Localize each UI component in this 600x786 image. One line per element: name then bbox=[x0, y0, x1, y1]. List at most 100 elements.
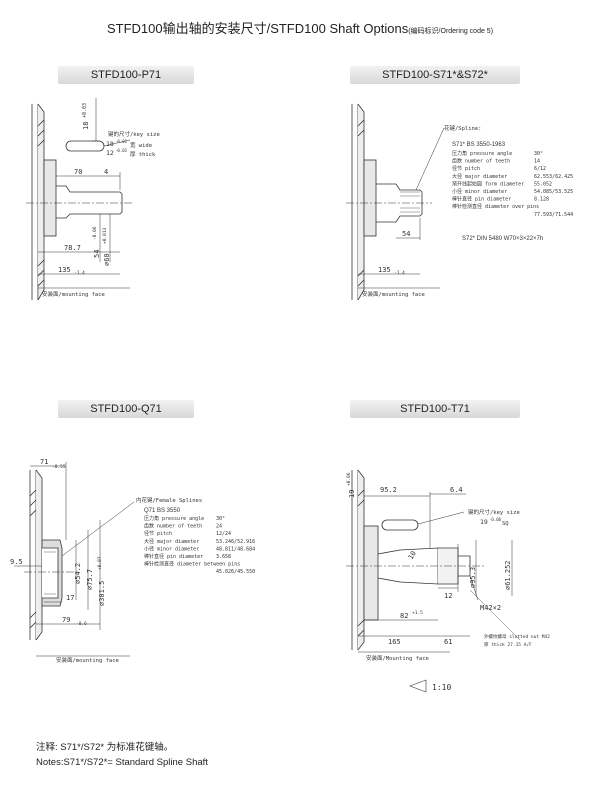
t71-nut-1: 外螺纹螺母 slotted nut M42 bbox=[484, 633, 550, 640]
t71-dim-64: 6.4 bbox=[450, 486, 463, 494]
spline-row-value: 55.052 bbox=[534, 181, 552, 187]
spline-row-key: 棒针直径 pin diameter bbox=[452, 196, 511, 203]
q71-dim-3015tol: +0.07 bbox=[97, 556, 103, 570]
s72-spec: S72* DIN 5480 W70×3×22×7h bbox=[462, 236, 543, 242]
p71-key-w: 18 bbox=[106, 140, 114, 148]
t71-dim-953: ⌀95.3 bbox=[469, 567, 477, 588]
t71-dim-12: 12 bbox=[444, 592, 452, 600]
q71-std: Q71 BS 3550 bbox=[144, 508, 181, 514]
t71-key-sq: SQ bbox=[502, 521, 509, 527]
t71-key-title: 键的尺寸/key size bbox=[468, 508, 520, 516]
s71-mount: 安装面/mounting face bbox=[362, 290, 425, 298]
p71-dim-18tol: +0.03 bbox=[82, 103, 88, 118]
p71-dim-60: ⌀60 bbox=[103, 253, 111, 266]
spline-row-value: 30° bbox=[216, 516, 225, 522]
spline-row-value: 30° bbox=[534, 151, 543, 157]
p71-key-wide: 宽 wide bbox=[130, 141, 152, 149]
panel-title-p71: STFD100-P71 bbox=[58, 66, 194, 84]
p71-mount: 安装面/mounting face bbox=[42, 290, 105, 298]
t71-dim-82tol: +1.5 bbox=[412, 610, 423, 616]
t71-mount: 安装面/Mounting face bbox=[366, 654, 429, 662]
q71-dim-17: 17 bbox=[66, 594, 74, 602]
p71-dim-135tol: -1.4 bbox=[74, 270, 85, 276]
page-title: STFD100输出轴的安装尺寸/STFD100 Shaft Options(编码… bbox=[0, 18, 600, 37]
p71-key-t-tol: -0.01 bbox=[115, 148, 128, 153]
p71-dim-54: 54 bbox=[93, 250, 101, 258]
q71-mount: 安装面/mounting face bbox=[56, 656, 119, 664]
spline-row-key: 棒针检测直径 diameter between pins bbox=[144, 561, 240, 568]
s71-dim-54: 54 bbox=[402, 230, 410, 238]
q71-dim-95: 9.5 bbox=[10, 558, 23, 566]
spline-row-value: 45.026/45.550 bbox=[216, 569, 255, 575]
t71-dim-165: 165 bbox=[388, 638, 401, 646]
s71-std: S71* BS 3550-1963 bbox=[452, 142, 506, 148]
spline-row-key: 齿数 number of teeth bbox=[452, 158, 510, 165]
t71-dim-19tol: +0.06 bbox=[346, 472, 352, 486]
p71-dim-70: 70 bbox=[74, 168, 82, 176]
t71-dim-m42: M42×2 bbox=[480, 604, 501, 612]
scale-arrow-icon bbox=[409, 679, 427, 693]
t71-nut-2: 厚 thick 27.15 A/F bbox=[484, 642, 532, 648]
q71-dim-71tol: -0.55 bbox=[52, 464, 66, 470]
spline-row-key: 小径 minor diameter bbox=[144, 545, 199, 552]
spline-row-value: 54.085/53.525 bbox=[534, 189, 573, 195]
spline-row-key: 大径 major diameter bbox=[144, 538, 199, 545]
spline-row-value: 3.658 bbox=[216, 554, 231, 560]
q71-dim-79tol: -0.6 bbox=[76, 621, 87, 627]
t71-dim-61: 61 bbox=[444, 638, 452, 646]
spline-row-value: 48.811/48.684 bbox=[216, 546, 255, 552]
t71-key-tol: -0.06 bbox=[489, 517, 502, 522]
q71-drawing bbox=[14, 462, 135, 657]
notes: 注释: S71*/S72* 为标准花键轴。 Notes:S71*/S72*= S… bbox=[36, 740, 208, 770]
t71-dim-952: 95.2 bbox=[380, 486, 397, 494]
spline-row-value: 24 bbox=[216, 524, 222, 530]
q71-dim-542: ⌀54.2 bbox=[74, 563, 82, 584]
spline-row-key: 径节 pitch bbox=[452, 165, 480, 172]
q71-dim-757: ⌀75.7 bbox=[86, 569, 94, 590]
spline-row-key: 棒针直径 pin diameter bbox=[144, 553, 203, 560]
spline-row-value: 77.593/71.544 bbox=[534, 212, 573, 218]
p71-key-title: 键的尺寸/key size bbox=[108, 130, 160, 138]
p71-dim-135: 135 bbox=[58, 266, 71, 274]
notes-cn: 注释: S71*/S72* 为标准花键轴。 bbox=[36, 742, 174, 753]
panel-title-t71: STFD100-T71 bbox=[350, 400, 520, 418]
p71-dim-18: 18 bbox=[82, 122, 90, 130]
page-title-sub: (编码标识/Ordering code 5) bbox=[408, 28, 494, 35]
t71-dim-6125: ⌀61.252 bbox=[504, 560, 512, 590]
q71-spline-title: 内花键/Female Splines bbox=[136, 496, 202, 504]
t71-dim-82: 82 bbox=[400, 612, 408, 620]
s71-dim-135: 135 bbox=[378, 266, 391, 274]
t71-key-size: 19 bbox=[480, 518, 488, 526]
spline-row-value: 6/12 bbox=[534, 166, 546, 172]
p71-dim-54tol: -0.06 bbox=[92, 226, 98, 240]
panel-title-q71: STFD100-Q71 bbox=[58, 400, 194, 418]
t71-drawing bbox=[346, 469, 521, 653]
p71-dim-787: 78.7 bbox=[64, 244, 81, 252]
p71-drawing bbox=[26, 98, 134, 301]
spline-row-value: 8.128 bbox=[534, 197, 549, 203]
s71-spline-title: 花键/Spline: bbox=[444, 124, 482, 132]
q71-dim-71: 71 bbox=[40, 458, 48, 466]
spline-row-key: 径节 pitch bbox=[144, 530, 172, 537]
spline-row-value: 53.246/52.916 bbox=[216, 539, 255, 545]
spline-row-value: 14 bbox=[534, 159, 540, 165]
p71-key-t: 12 bbox=[106, 149, 114, 157]
svg-text:18: 18 bbox=[82, 122, 90, 130]
s71-dim-135tol: -1.4 bbox=[394, 270, 405, 276]
spline-row-key: 棒针检测直径 diameter over pins bbox=[452, 203, 539, 210]
spline-row-key: 齿数 number of teeth bbox=[144, 523, 202, 530]
s71-drawing bbox=[346, 103, 445, 301]
notes-en: Notes:S71*/S72*= Standard Spline Shaft bbox=[36, 757, 208, 768]
page-title-main: STFD100输出轴的安装尺寸/STFD100 Shaft Options bbox=[106, 21, 409, 36]
spline-row-key: 大径 major diameter bbox=[452, 173, 507, 180]
p71-key-thick: 厚 thick bbox=[130, 151, 156, 158]
q71-dim-3015: ⌀301.5 bbox=[98, 581, 106, 606]
q71-dim-79: 79 bbox=[62, 616, 70, 624]
t71-dim-19: 19 bbox=[348, 490, 356, 498]
p71-dim-60tol: +0.013 bbox=[102, 227, 108, 244]
spline-row-value: 62.553/62.425 bbox=[534, 174, 573, 180]
t71-scale: 1:10 bbox=[432, 683, 451, 692]
t71-dim-10: 10 bbox=[407, 550, 418, 561]
spline-row-key: 小径 minor diameter bbox=[452, 188, 507, 195]
